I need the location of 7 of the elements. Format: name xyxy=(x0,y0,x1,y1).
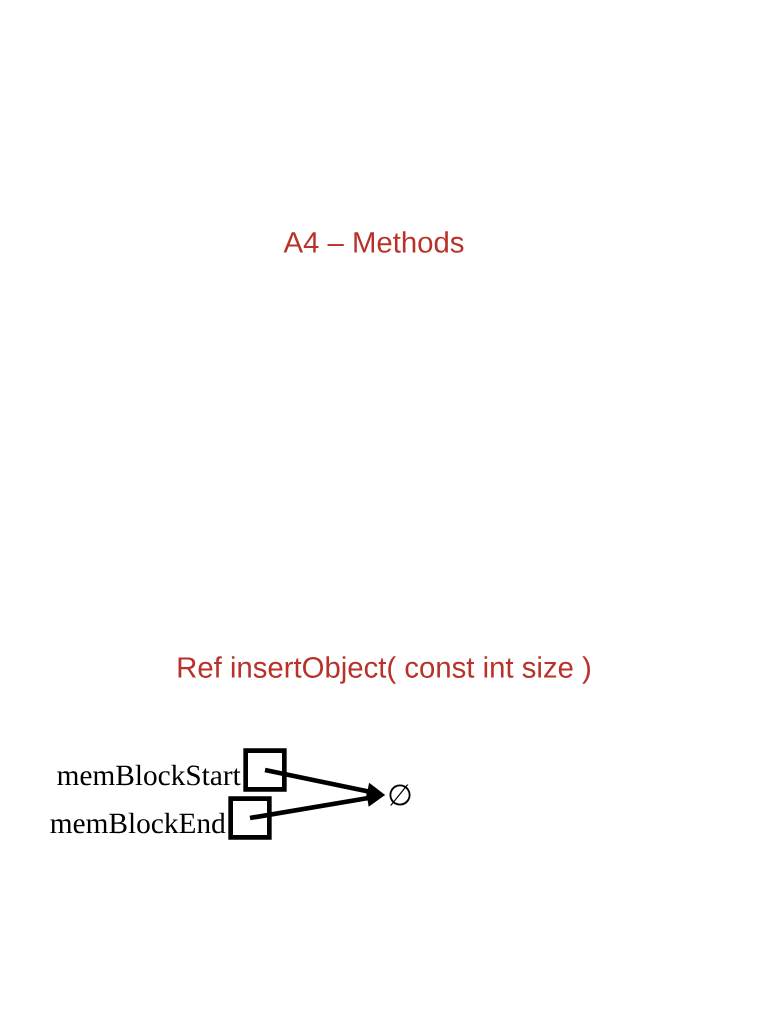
title: A4 – Methods xyxy=(283,231,464,253)
variable-name: memBlockEnd xyxy=(50,812,226,834)
pointer-box xyxy=(228,796,272,840)
method-signature: Ref insertObject( const int size ) xyxy=(178,656,590,684)
symbol: ∅ xyxy=(389,784,411,806)
variable-name: memBlockStart xyxy=(57,764,241,786)
pointer-box xyxy=(243,748,287,792)
